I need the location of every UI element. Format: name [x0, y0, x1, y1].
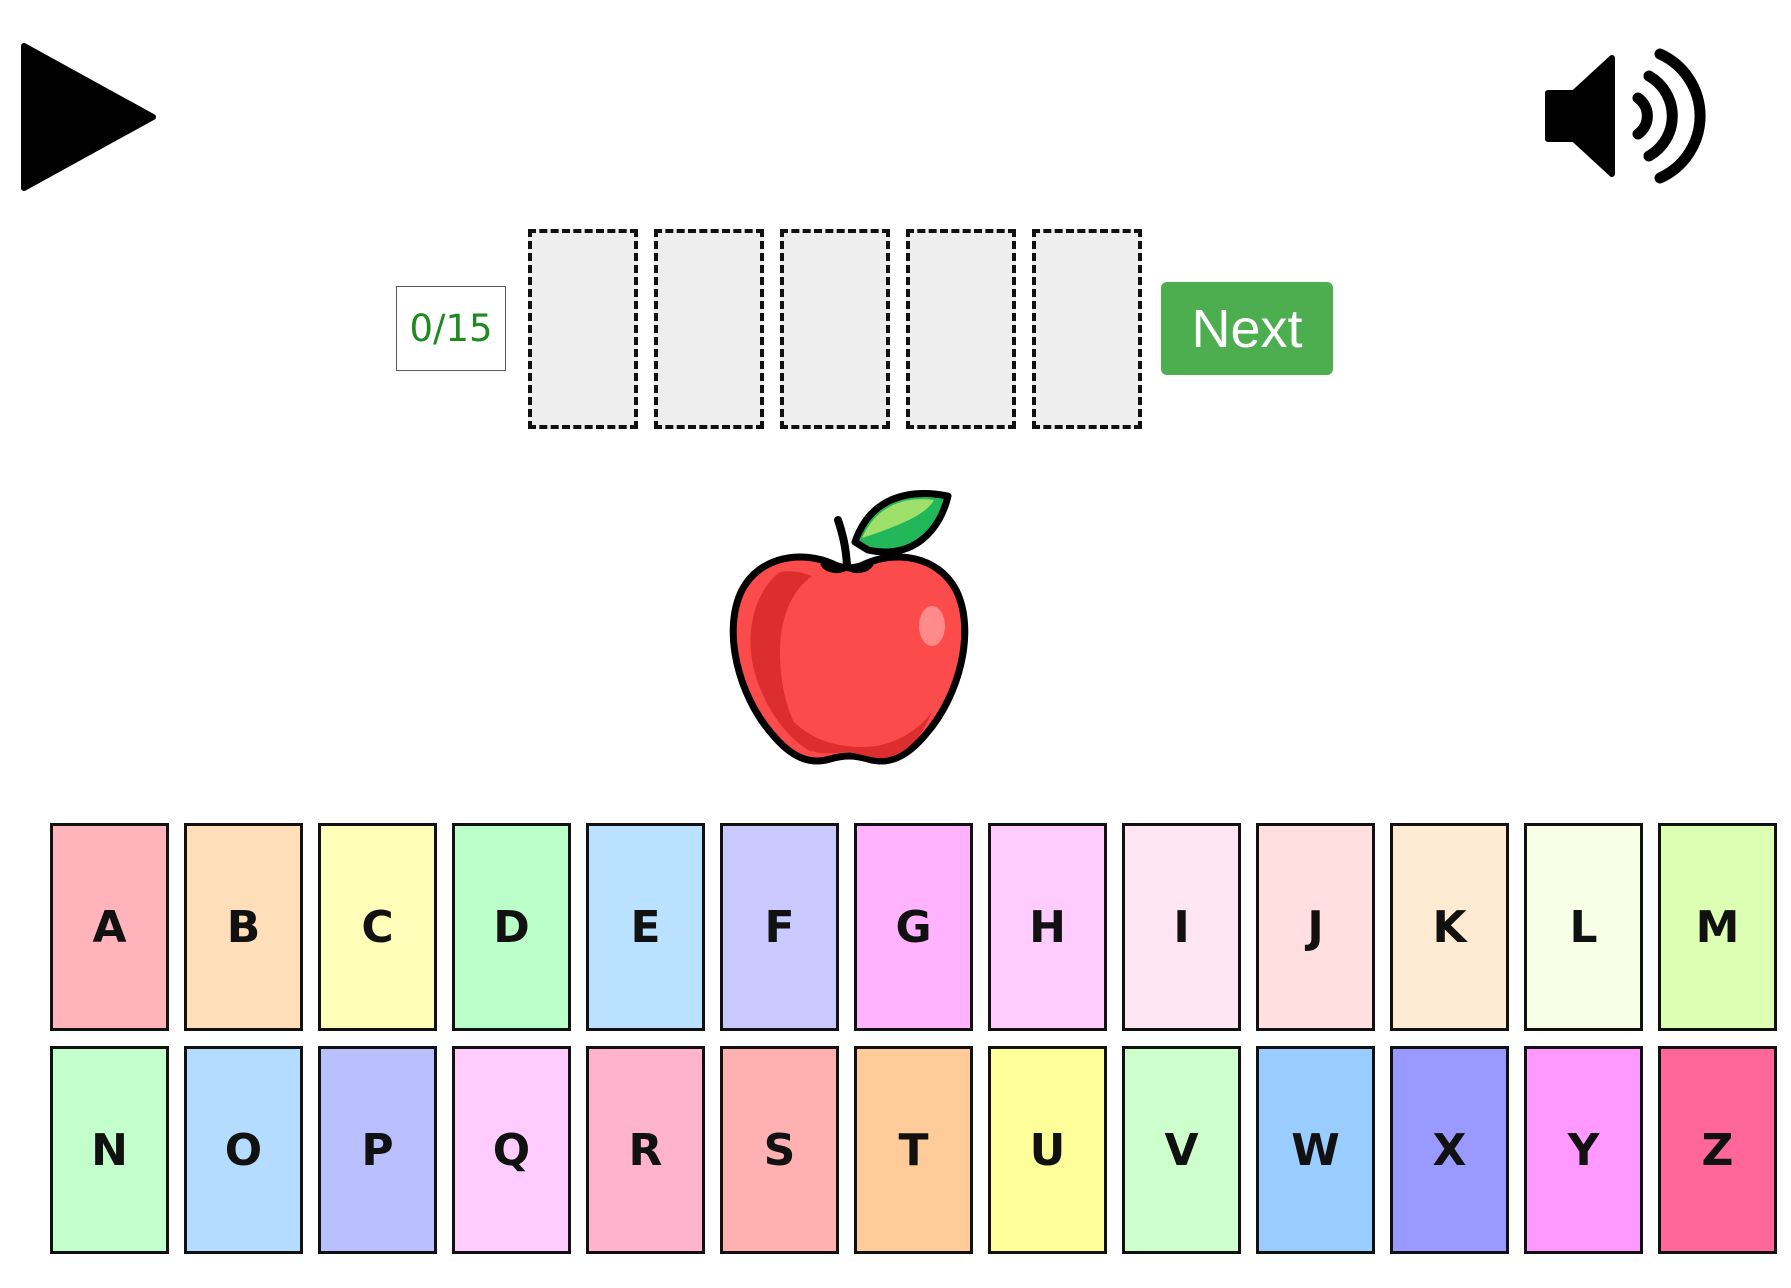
- letter-key-m[interactable]: M: [1658, 823, 1777, 1031]
- next-button[interactable]: Next: [1161, 282, 1333, 375]
- letter-key-x[interactable]: X: [1390, 1046, 1509, 1254]
- answer-slot[interactable]: [654, 229, 764, 429]
- letter-key-j[interactable]: J: [1256, 823, 1375, 1031]
- answer-slots: [528, 229, 1142, 429]
- letter-key-a[interactable]: A: [50, 823, 169, 1031]
- letter-key-t[interactable]: T: [854, 1046, 973, 1254]
- letter-key-i[interactable]: I: [1122, 823, 1241, 1031]
- letter-key-k[interactable]: K: [1390, 823, 1509, 1031]
- letter-key-f[interactable]: F: [720, 823, 839, 1031]
- letter-key-e[interactable]: E: [586, 823, 705, 1031]
- answer-slot[interactable]: [906, 229, 1016, 429]
- letter-key-r[interactable]: R: [586, 1046, 705, 1254]
- answer-slot[interactable]: [780, 229, 890, 429]
- speaker-volume-icon: [1545, 48, 1706, 184]
- letter-key-n[interactable]: N: [50, 1046, 169, 1254]
- letter-key-u[interactable]: U: [988, 1046, 1107, 1254]
- answer-slot[interactable]: [528, 229, 638, 429]
- letter-key-s[interactable]: S: [720, 1046, 839, 1254]
- word-picture: [720, 480, 1000, 772]
- play-triangle-icon: [21, 43, 156, 191]
- letter-key-d[interactable]: D: [452, 823, 571, 1031]
- answer-slot[interactable]: [1032, 229, 1142, 429]
- letter-key-c[interactable]: C: [318, 823, 437, 1031]
- letter-key-h[interactable]: H: [988, 823, 1107, 1031]
- letter-key-l[interactable]: L: [1524, 823, 1643, 1031]
- letter-key-w[interactable]: W: [1256, 1046, 1375, 1254]
- letter-key-q[interactable]: Q: [452, 1046, 571, 1254]
- letter-key-y[interactable]: Y: [1524, 1046, 1643, 1254]
- score-counter: 0/15: [396, 286, 506, 371]
- letter-key-g[interactable]: G: [854, 823, 973, 1031]
- letter-key-z[interactable]: Z: [1658, 1046, 1777, 1254]
- letter-key-p[interactable]: P: [318, 1046, 437, 1254]
- apple-icon: [729, 490, 969, 765]
- letter-key-v[interactable]: V: [1122, 1046, 1241, 1254]
- play-button[interactable]: [16, 38, 161, 195]
- sound-button[interactable]: [1542, 46, 1706, 186]
- letter-key-b[interactable]: B: [184, 823, 303, 1031]
- letter-key-o[interactable]: O: [184, 1046, 303, 1254]
